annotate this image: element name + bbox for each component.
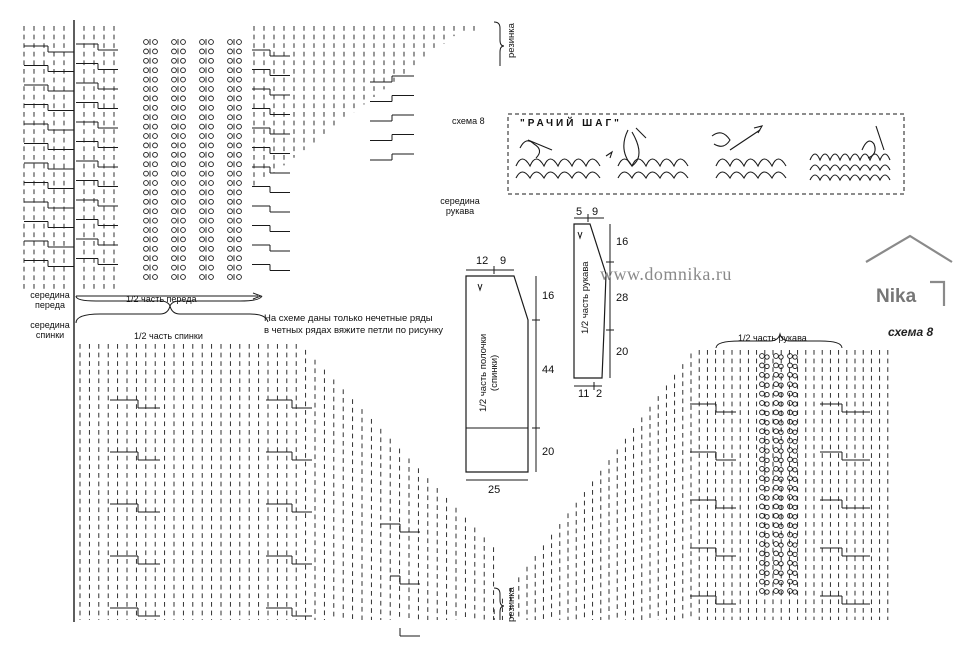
sleeve-top-b: 9 — [592, 206, 599, 218]
half-sleeve-label: 1/2 часть рукава — [738, 333, 807, 343]
note-line-2: в четных рядах вяжите петли по рисунку — [264, 325, 444, 336]
brace-half-back — [75, 305, 269, 324]
braces-and-dividers — [73, 20, 843, 622]
sleeve-outline — [573, 223, 607, 379]
body-side-mid: 44 — [542, 364, 555, 376]
watermark-site: www.domnika.ru — [600, 264, 732, 284]
sleeve-side-bottom: 20 — [616, 346, 629, 358]
crab-stitch-illustration-4 — [809, 125, 891, 182]
upper-front-stitch-chart — [23, 26, 475, 289]
brace-half-sleeve — [715, 332, 843, 349]
rezinka-label-top: резинка — [506, 23, 517, 58]
sleeve-bottom-b: 2 — [596, 388, 603, 400]
sleeve-pattern-piece — [573, 214, 614, 390]
middle-sleeve-label: середина рукава — [440, 196, 480, 216]
crab-stitch-panel-border — [507, 113, 905, 195]
note-line-1: На схеме даны только нечетные ряды — [264, 313, 433, 324]
body-top-b: 9 — [500, 255, 507, 267]
sleeve-side-top: 16 — [616, 236, 629, 248]
middle-back-label: середина спинки — [30, 320, 70, 340]
schema-ref-label: схема 8 — [452, 116, 485, 126]
half-back-label: 1/2 часть спинки — [134, 331, 203, 341]
crab-stitch-illustration-3 — [711, 125, 787, 180]
sleeve-stitch-chart — [493, 350, 889, 620]
arrowhead — [252, 292, 263, 300]
body-outline — [465, 275, 529, 473]
middle-front-label: середина переда — [30, 290, 70, 310]
brace-rezinka-top — [493, 21, 505, 66]
body-top-a: 12 — [476, 255, 489, 267]
body-vertical-label: 1/2 часть полочки (спинки) — [478, 333, 500, 412]
rezinka-label-bottom: резинка — [506, 587, 517, 622]
crab-stitch-panel — [507, 113, 905, 195]
brace-rezinka-bottom — [493, 587, 505, 620]
body-pattern-piece — [465, 266, 540, 481]
sleeve-vertical-label: 1/2 часть рукава — [580, 261, 591, 334]
body-bottom: 25 — [488, 484, 501, 496]
crab-stitch-illustration-2 — [605, 127, 689, 180]
crab-stitch-title: "РАЧИЙ ШАГ" — [520, 118, 622, 129]
lower-back-stitch-chart — [79, 344, 495, 637]
watermark-roof — [865, 234, 953, 306]
body-side-top: 16 — [542, 290, 555, 302]
sleeve-bottom-a: 11 — [578, 388, 590, 400]
half-front-label: 1/2 часть переда — [126, 294, 197, 304]
crab-stitch-illustration-1 — [515, 139, 601, 180]
watermark-logo: Nika — [876, 286, 917, 307]
schema-caption: схема 8 — [888, 325, 934, 339]
sleeve-top-a: 5 — [576, 206, 583, 218]
sleeve-side-mid: 28 — [616, 292, 629, 304]
body-side-bottom: 20 — [542, 446, 555, 458]
